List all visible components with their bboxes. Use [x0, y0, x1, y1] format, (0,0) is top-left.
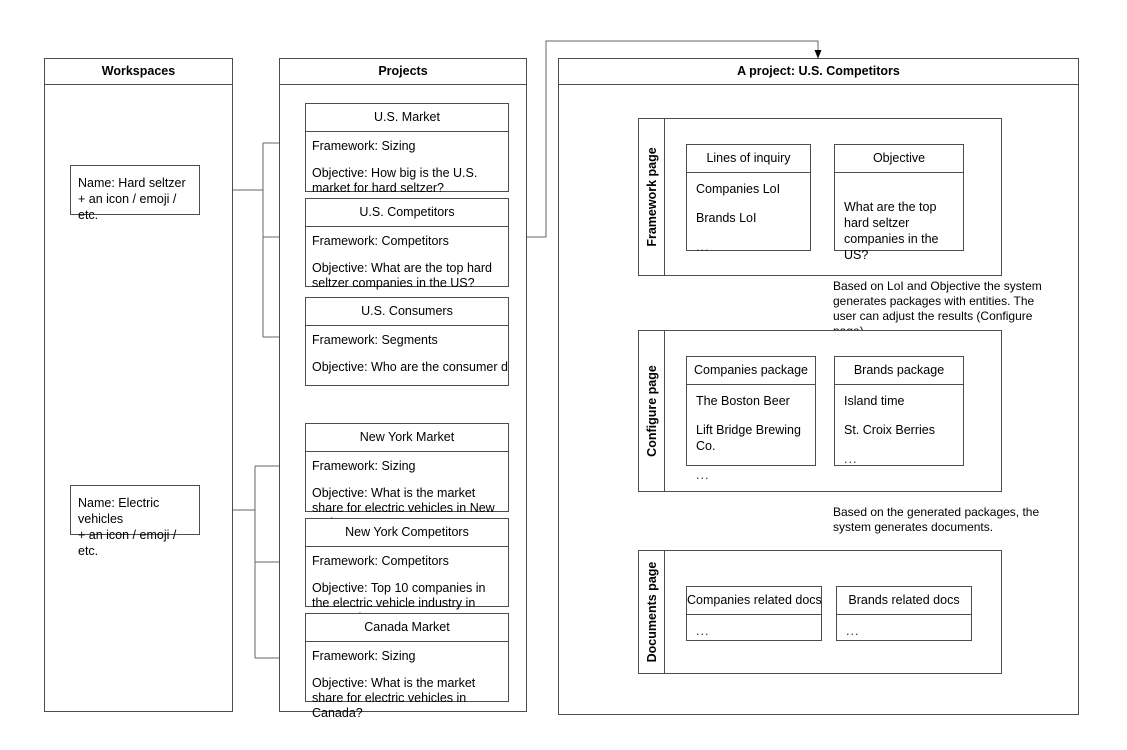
workspace-card-electric-vehicles[interactable]: Name: Electric vehicles + an icon / emoj… [70, 485, 200, 558]
card-brands-related-docs[interactable]: Brands related docs ... [836, 586, 972, 641]
workspace-extra: + an icon / emoji / etc. [78, 528, 177, 558]
project-framework: Framework: Sizing [312, 139, 416, 153]
workspace-extra: + an icon / emoji / etc. [78, 192, 177, 222]
framework-page-label-text: Framework page [644, 147, 659, 247]
note-framework-to-configure: Based on LoI and Objective the system ge… [833, 279, 1042, 338]
configure-page-label-text: Configure page [644, 365, 659, 457]
project-card-us-market[interactable]: U.S. Market Framework: Sizing Objective:… [305, 103, 509, 195]
project-card-title: New York Competitors [306, 519, 508, 547]
card-objective[interactable]: Objective What are the top hard seltzer … [834, 144, 964, 262]
workspaces-column-title: Workspaces [45, 59, 232, 85]
project-card-us-competitors[interactable]: U.S. Competitors Framework: Competitors … [305, 198, 509, 290]
workspaces-column: Workspaces [44, 58, 233, 712]
note-configure-to-documents: Based on the generated packages, the sys… [833, 505, 1040, 534]
project-card-us-consumers[interactable]: U.S. Consumers Framework: Segments Objec… [305, 297, 509, 386]
documents-page-label: Documents page [639, 551, 665, 673]
project-card-title: U.S. Market [306, 104, 508, 132]
configure-page-label: Configure page [639, 331, 665, 491]
project-card-body: Framework: Sizing Objective: What is the… [306, 642, 508, 727]
package-item-2: Lift Bridge Brewing Co. [696, 423, 801, 453]
card-brands-package[interactable]: Brands package Island time St. Croix Ber… [834, 356, 964, 466]
projects-column-title: Projects [280, 59, 526, 85]
card-companies-package[interactable]: Companies package The Boston Beer Lift B… [686, 356, 816, 482]
card-body: The Boston Beer Lift Bridge Brewing Co. … [687, 385, 815, 491]
project-objective: Objective: Who are the consumer demograp… [312, 360, 508, 374]
project-framework: Framework: Sizing [312, 649, 416, 663]
card-title: Brands related docs [837, 587, 971, 615]
project-framework: Framework: Competitors [312, 234, 449, 248]
project-objective: Objective: How big is the U.S. market fo… [312, 166, 478, 195]
project-card-new-york-market[interactable]: New York Market Framework: Sizing Object… [305, 423, 509, 530]
loi-item-ellipsis: ... [696, 240, 710, 254]
docs-item-ellipsis: ... [846, 624, 860, 638]
card-body: ... [837, 615, 971, 647]
card-title: Lines of inquiry [687, 145, 810, 173]
framework-page-label: Framework page [639, 119, 665, 275]
package-item-ellipsis: ... [696, 468, 710, 482]
documents-page-label-text: Documents page [644, 561, 659, 663]
package-item-1: Island time [844, 394, 905, 408]
package-item-2: St. Croix Berries [844, 423, 935, 437]
project-framework: Framework: Segments [312, 333, 438, 347]
card-lines-of-inquiry[interactable]: Lines of inquiry Companies LoI Brands Lo… [686, 144, 811, 254]
card-body: What are the top hard seltzer companies … [835, 173, 963, 271]
project-card-title: New York Market [306, 424, 508, 452]
project-detail-panel-title: A project: U.S. Competitors [559, 59, 1078, 85]
package-item-ellipsis: ... [844, 452, 858, 466]
workspace-name: Name: Hard seltzer [78, 176, 186, 190]
workspace-card-hard-seltzer[interactable]: Name: Hard seltzer + an icon / emoji / e… [70, 165, 200, 222]
project-objective: Objective: What are the top hard seltzer… [312, 261, 492, 290]
project-framework: Framework: Competitors [312, 554, 449, 568]
card-body: ... [687, 615, 821, 647]
card-companies-related-docs[interactable]: Companies related docs ... [686, 586, 822, 641]
card-body: Island time St. Croix Berries ... [835, 385, 963, 475]
card-title: Objective [835, 145, 963, 173]
package-item-1: The Boston Beer [696, 394, 790, 408]
project-card-title: U.S. Consumers [306, 298, 508, 326]
loi-item-brands: Brands LoI [696, 211, 757, 225]
project-card-body: Framework: Sizing Objective: How big is … [306, 132, 508, 202]
project-card-body: Framework: Competitors Objective: What a… [306, 227, 508, 297]
workspace-name: Name: Electric vehicles [78, 496, 160, 526]
project-card-title: Canada Market [306, 614, 508, 642]
card-title: Companies package [687, 357, 815, 385]
project-card-title: U.S. Competitors [306, 199, 508, 227]
objective-text: What are the top hard seltzer companies … [844, 200, 939, 262]
docs-item-ellipsis: ... [696, 624, 710, 638]
card-body: Companies LoI Brands LoI ... [687, 173, 810, 263]
project-card-new-york-competitors[interactable]: New York Competitors Framework: Competit… [305, 518, 509, 625]
project-objective: Objective: What is the market share for … [312, 676, 476, 720]
project-framework: Framework: Sizing [312, 459, 416, 473]
loi-item-companies: Companies LoI [696, 182, 781, 196]
card-title: Brands package [835, 357, 963, 385]
project-card-canada-market[interactable]: Canada Market Framework: Sizing Objectiv… [305, 613, 509, 720]
card-title: Companies related docs [687, 587, 822, 615]
project-card-body: Framework: Segments Objective: Who are t… [306, 326, 508, 381]
